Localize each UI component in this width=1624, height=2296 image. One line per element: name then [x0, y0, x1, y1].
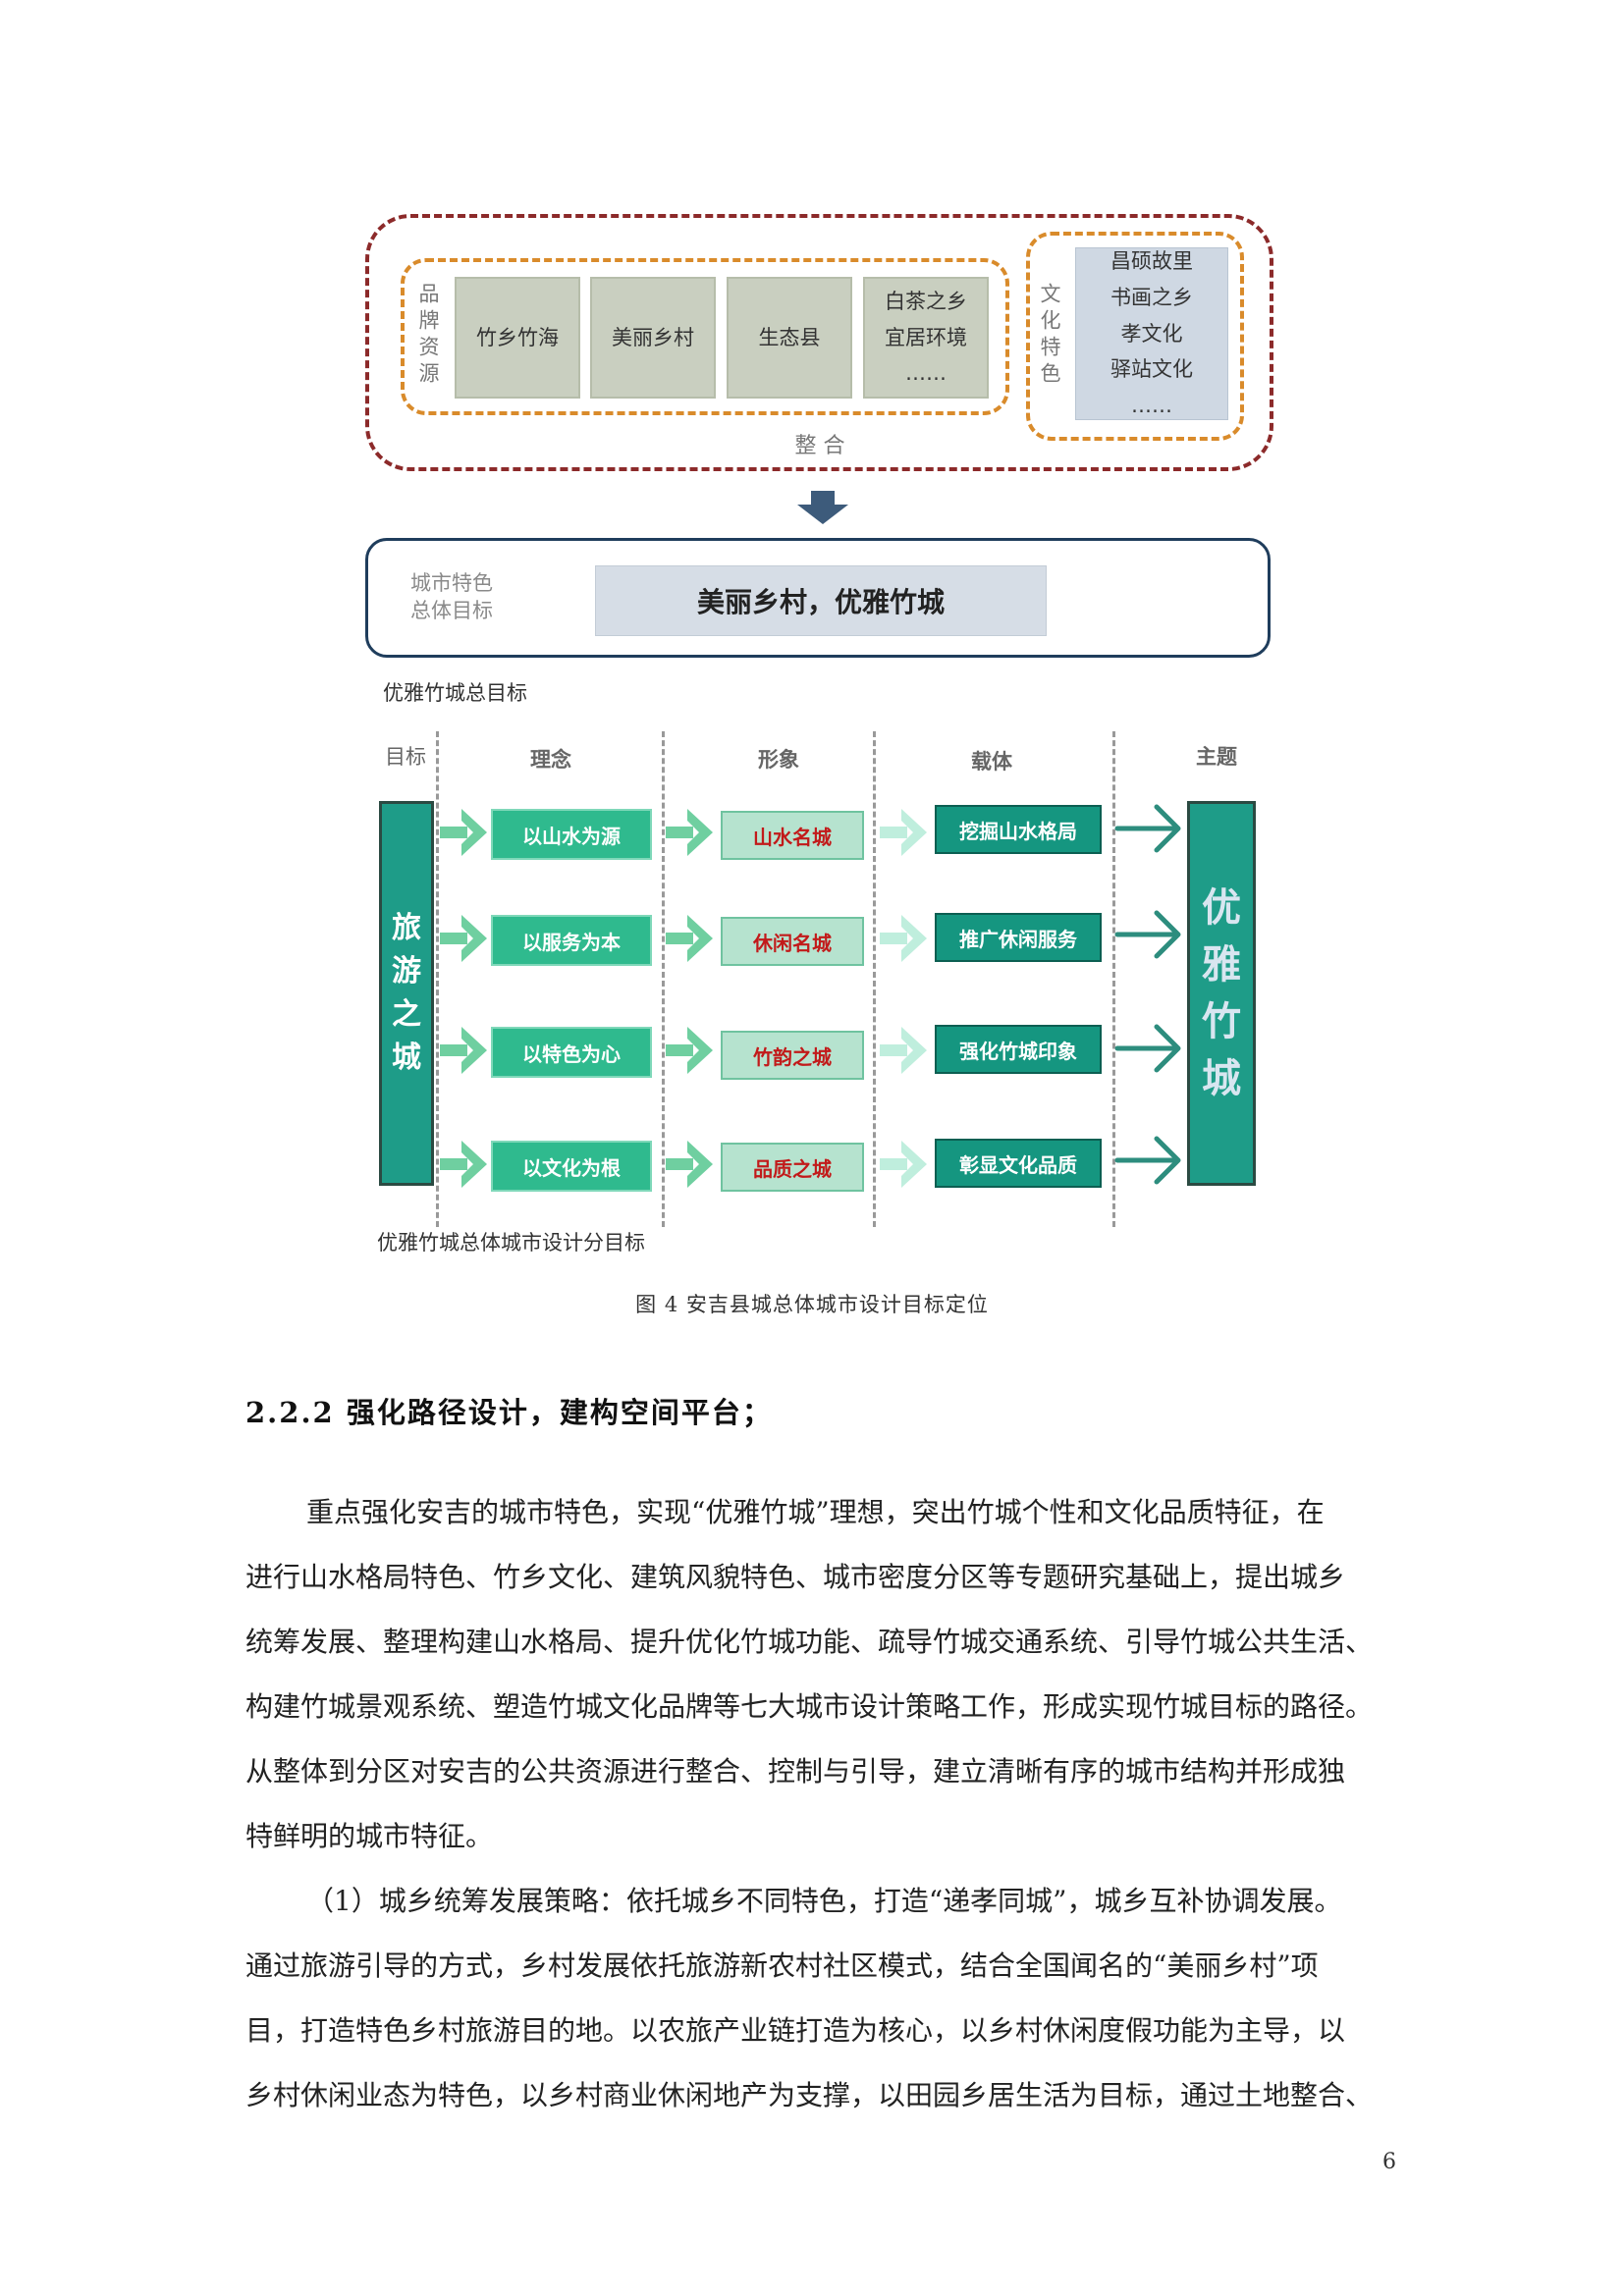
image-box-3: 竹韵之城: [721, 1031, 864, 1080]
concept-box-4: 以文化为根: [491, 1141, 652, 1192]
integration-outer-frame: [365, 214, 1273, 471]
brand-item-white-tea: 白茶之乡 宜居环境 ……: [863, 277, 989, 399]
header-target: 目标: [385, 745, 426, 769]
city-goal-frame: [365, 538, 1271, 658]
paragraph-line: 特鲜明的城市特征。: [245, 1820, 494, 1852]
arrow-icon: [880, 1027, 927, 1074]
arrow-icon: [440, 1141, 487, 1188]
arrow-icon: [1114, 804, 1181, 853]
figure-caption: 图 4 安吉县城总体城市设计目标定位: [635, 1293, 989, 1316]
carrier-box-1: 挖掘山水格局: [935, 805, 1102, 854]
arrow-icon: [440, 809, 487, 856]
arrow-icon: [666, 1027, 713, 1074]
concept-box-2: 以服务为本: [491, 915, 652, 966]
paragraph-line: 重点强化安吉的城市特色，实现“优雅竹城”理想，突出竹城个性和文化品质特征，在: [306, 1496, 1325, 1528]
arrow-icon: [440, 1027, 487, 1074]
column-divider-1: [436, 731, 439, 1227]
brand-item-bamboo: 竹乡竹海: [455, 277, 580, 399]
carrier-box-3: 强化竹城印象: [935, 1025, 1102, 1074]
concept-box-1: 以山水为源: [491, 809, 652, 860]
paragraph-1: 重点强化安吉的城市特色，实现“优雅竹城”理想，突出竹城个性和文化品质特征，在 进…: [245, 1480, 1390, 1869]
arrow-icon: [880, 809, 927, 856]
column-divider-2: [662, 731, 665, 1227]
arrow-icon: [666, 809, 713, 856]
section-title: 2.2.2 强化路径设计，建构空间平台；: [245, 1396, 773, 1429]
paragraph-line: （1）城乡统筹发展策略：依托城乡不同特色，打造“递孝同城”，城乡互补协调发展。: [306, 1885, 1342, 1917]
arrow-icon: [666, 1141, 713, 1188]
header-carrier: 载体: [971, 750, 1012, 774]
down-arrow-icon: [793, 491, 852, 526]
arrow-icon: [1114, 1024, 1181, 1073]
goal-caption: 优雅竹城总目标: [383, 681, 527, 705]
page-number: 6: [1382, 2150, 1396, 2174]
brand-item-eco-county: 生态县: [727, 277, 852, 399]
paragraph-line: 统筹发展、整理构建山水格局、提升优化竹城功能、疏导竹城交通系统、引导竹城公共生活…: [245, 1626, 1374, 1658]
brand-resources-label: 品牌资源: [416, 283, 440, 389]
arrow-icon: [880, 1141, 927, 1188]
culture-label: 文化特色: [1038, 283, 1061, 389]
flow-arrows: [440, 804, 1181, 1188]
strategy-caption: 优雅竹城总体城市设计分目标: [377, 1231, 645, 1255]
arrow-icon: [440, 915, 487, 962]
culture-items-box: 昌硕故里 书画之乡 孝文化 驿站文化 ……: [1075, 247, 1228, 420]
arrow-icon: [666, 915, 713, 962]
image-box-1: 山水名城: [721, 811, 864, 860]
city-goal-label: 城市特色 总体目标: [410, 571, 493, 622]
arrow-icon: [1114, 910, 1181, 959]
header-concept: 理念: [530, 748, 571, 772]
paragraph-line: 构建竹城景观系统、塑造竹城文化品牌等七大城市设计策略工作，形成实现竹城目标的路径…: [245, 1690, 1374, 1723]
arrow-icon: [1114, 1136, 1181, 1185]
paragraph-line: 通过旅游引导的方式，乡村发展依托旅游新农村社区模式，结合全国闻名的“美丽乡村”项: [245, 1949, 1319, 1982]
paragraph-2: （1）城乡统筹发展策略：依托城乡不同特色，打造“递孝同城”，城乡互补协调发展。 …: [245, 1869, 1390, 2128]
image-box-2: 休闲名城: [721, 917, 864, 966]
carrier-box-4: 彰显文化品质: [935, 1139, 1102, 1188]
header-theme: 主题: [1196, 745, 1237, 769]
brand-resources-frame: [401, 258, 1009, 415]
theme-bar-elegant-bamboo-city: 优 雅 竹 城: [1187, 801, 1256, 1186]
paragraph-line: 进行山水格局特色、竹乡文化、建筑风貌特色、城市密度分区等专题研究基础上，提出城乡: [245, 1561, 1346, 1593]
concept-box-3: 以特色为心: [491, 1027, 652, 1078]
arrow-icon: [880, 915, 927, 962]
culture-frame: [1026, 232, 1244, 441]
carrier-box-2: 推广休闲服务: [935, 913, 1102, 962]
paragraph-line: 从整体到分区对安吉的公共资源进行整合、控制与引导，建立清晰有序的城市结构并形成独: [245, 1755, 1346, 1788]
paragraph-line: 乡村休闲业态为特色，以乡村商业休闲地产为支撑，以田园乡居生活为目标，通过土地整合…: [245, 2079, 1374, 2111]
paragraph-line: 目，打造特色乡村旅游目的地。以农旅产业链打造为核心，以乡村休闲度假功能为主导，以: [245, 2014, 1346, 2047]
header-image: 形象: [758, 748, 799, 772]
image-box-4: 品质之城: [721, 1143, 864, 1192]
target-bar-tourism-city: 旅 游 之 城: [379, 801, 434, 1186]
brand-item-beautiful-village: 美丽乡村: [590, 277, 716, 399]
integrate-label: 整 合: [794, 434, 845, 458]
city-goal-value: 美丽乡村，优雅竹城: [595, 565, 1047, 636]
column-divider-4: [1112, 731, 1115, 1227]
column-divider-3: [873, 731, 876, 1227]
